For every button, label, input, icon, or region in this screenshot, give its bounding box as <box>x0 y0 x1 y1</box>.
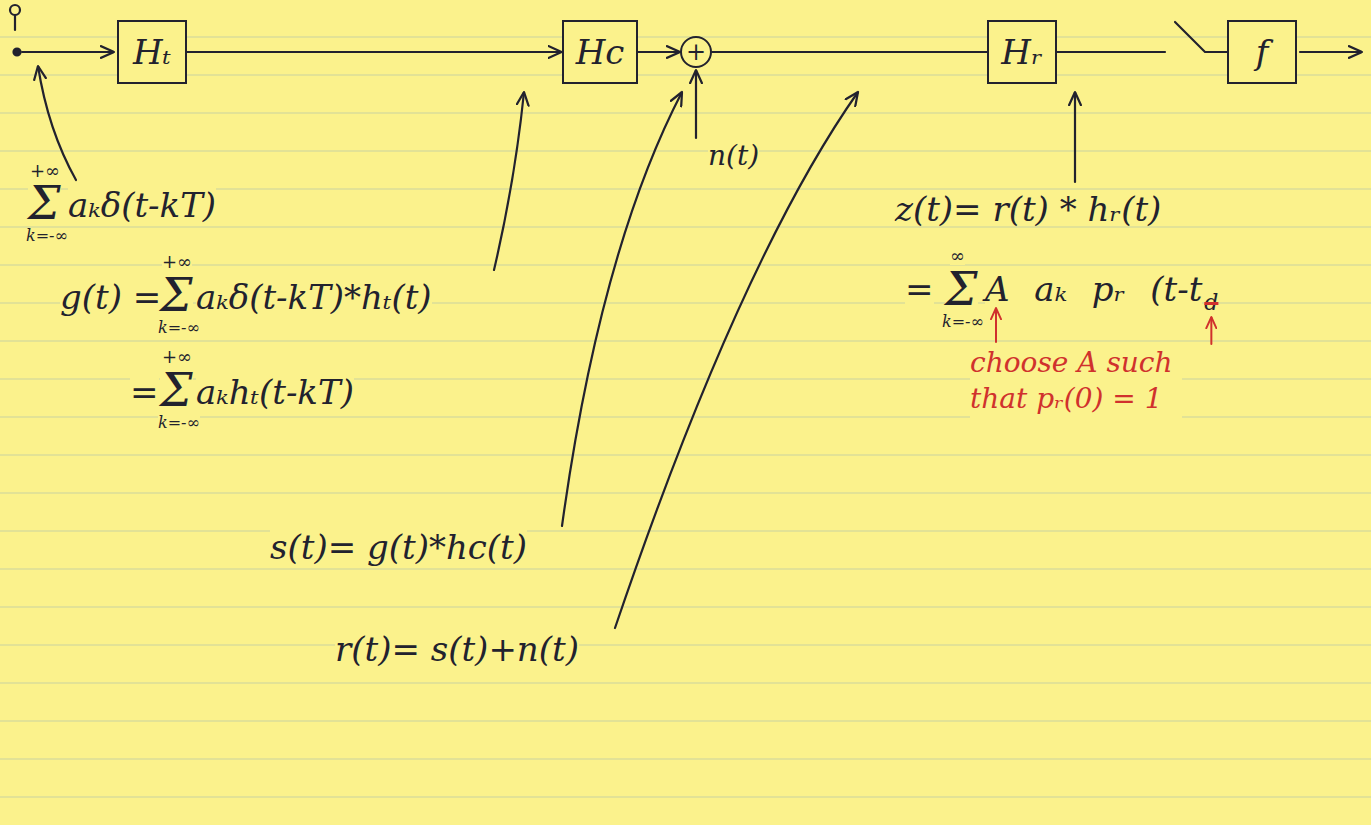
sum-limit: +∞ <box>30 162 60 180</box>
sum-limit: k=-∞ <box>942 314 984 330</box>
source-stub <box>14 15 16 30</box>
formula-text: aₖδ(t-kT) <box>68 188 216 222</box>
struck-subscript: d <box>1204 292 1218 314</box>
leader-arrow <box>615 92 858 628</box>
sum-limit: ∞ <box>950 247 965 265</box>
source-terminal <box>10 5 20 15</box>
signal-wire <box>187 51 562 53</box>
block-label: f <box>1256 35 1269 69</box>
formula-text: z(t)= r(t) * hᵣ(t) <box>895 192 1161 226</box>
signal-wire <box>712 51 987 53</box>
formula-text: g(t) = <box>60 280 161 314</box>
block-label: Hc <box>576 35 625 69</box>
sum-limit: +∞ <box>162 253 192 271</box>
formula-text: r(t)= s(t)+n(t) <box>335 632 579 666</box>
formula-text: = <box>130 375 159 409</box>
formula-text: aₖhₜ(t-kT) <box>196 375 354 409</box>
red-caret <box>995 308 997 342</box>
signal-wire <box>1057 22 1227 52</box>
decision-box: f <box>1227 20 1297 84</box>
leader-arrow <box>494 92 524 270</box>
signal-name: n(t) <box>708 142 759 170</box>
source-dot <box>14 49 21 56</box>
sum-symbol: Σ <box>160 272 193 318</box>
formula-text: = <box>905 272 934 306</box>
filter-box: Hc <box>562 20 639 84</box>
leader-arrow <box>562 92 682 526</box>
summing-junction: + <box>680 36 712 68</box>
sum-symbol: Σ <box>160 367 193 413</box>
formula-text: aₖδ(t-kT)*hₜ(t) <box>196 280 432 314</box>
output-wire <box>1300 51 1362 53</box>
sum-symbol: Σ <box>28 180 61 226</box>
filter-box: Hₜ <box>117 20 187 84</box>
signal-wire <box>638 51 680 53</box>
block-label: Hᵣ <box>1001 35 1042 69</box>
block-label: Hₜ <box>133 35 171 69</box>
red-caret <box>1210 317 1212 344</box>
leader-arrow <box>1074 92 1076 182</box>
noise-arrow <box>695 70 697 138</box>
sum-limit: k=-∞ <box>158 320 200 336</box>
input-wire <box>22 51 114 53</box>
sum-limit: +∞ <box>162 348 192 366</box>
sum-limit: k=-∞ <box>158 415 200 431</box>
sum-symbol: Σ <box>945 266 978 312</box>
block-label: + <box>686 40 706 64</box>
sum-limit: k=-∞ <box>26 228 68 244</box>
note-text: choose A such that pᵣ(0) = 1 <box>970 345 1182 418</box>
formula-text: s(t)= g(t)*hc(t) <box>270 530 527 564</box>
formula-text: A aₖ pᵣ (t-t <box>985 272 1202 306</box>
filter-box: Hᵣ <box>987 20 1057 84</box>
